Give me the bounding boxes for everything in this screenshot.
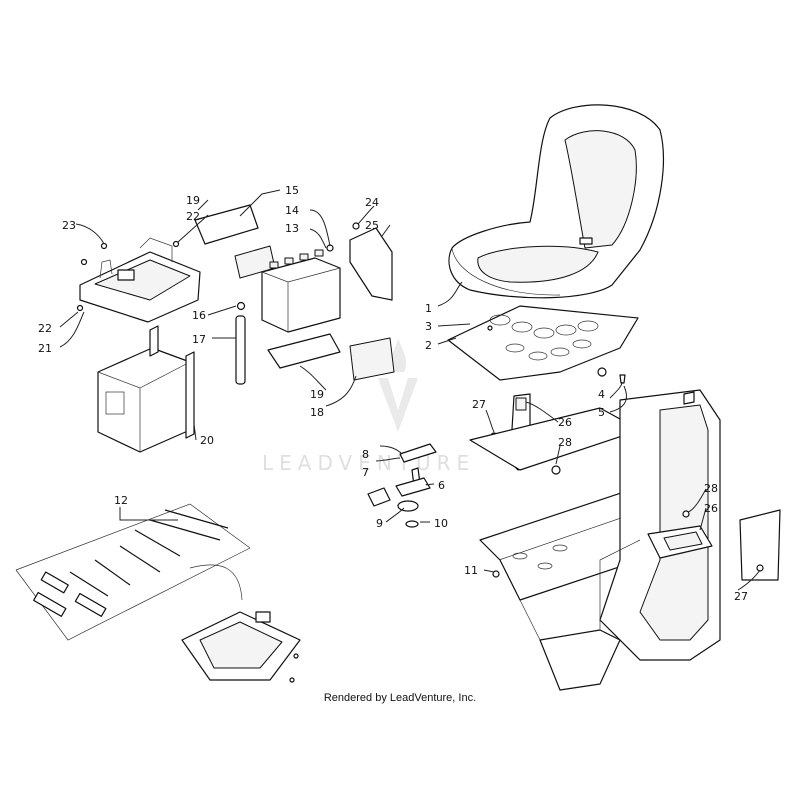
leader-lines (59, 189, 761, 591)
seat-belt-right (647, 509, 781, 581)
callout-22-left: 22 (38, 322, 52, 335)
callout-27-right: 27 (734, 590, 748, 603)
callout-19-lower: 19 (310, 388, 324, 401)
callout-1: 1 (425, 302, 432, 315)
callout-25: 25 (365, 219, 379, 232)
pads (194, 204, 276, 279)
floor-storage (181, 564, 301, 683)
tool-kit (15, 503, 251, 641)
callout-26-center: 26 (558, 416, 572, 429)
seat-base-plate (447, 305, 639, 384)
battery (261, 244, 341, 333)
callout-18: 18 (310, 406, 324, 419)
callout-14: 14 (285, 204, 299, 217)
callout-19-upper: 19 (186, 194, 200, 207)
callout-5: 5 (598, 406, 605, 419)
battery-lower-pads (267, 333, 395, 381)
callout-10: 10 (434, 517, 448, 530)
seat (448, 104, 664, 299)
callout-8: 8 (362, 448, 369, 461)
vent-hose (235, 301, 246, 385)
callout-17: 17 (192, 333, 206, 346)
callout-12: 12 (114, 494, 128, 507)
callout-4: 4 (598, 388, 605, 401)
callout-11: 11 (464, 564, 478, 577)
callout-2: 2 (425, 339, 432, 352)
callout-3: 3 (425, 320, 432, 333)
callout-7: 7 (362, 466, 369, 479)
callout-13: 13 (285, 222, 299, 235)
callout-numbers: 1 2 3 4 5 7 8 6 9 10 11 12 13 14 15 16 1… (38, 184, 748, 603)
render-credit: Rendered by LeadVenture, Inc. (323, 692, 477, 704)
frame (469, 389, 721, 691)
callout-28-right: 28 (704, 482, 718, 495)
callout-27-center: 27 (472, 398, 486, 411)
callout-15: 15 (285, 184, 299, 197)
callout-20: 20 (200, 434, 214, 447)
watermark-logo: LEADVENTURE (262, 338, 475, 475)
callout-6: 6 (438, 479, 445, 492)
watermark-text: LEADVENTURE (262, 451, 475, 475)
callout-24: 24 (365, 196, 379, 209)
callout-23: 23 (62, 219, 76, 232)
callout-26-right: 26 (704, 502, 718, 515)
battery-tray (76, 237, 201, 323)
callout-21: 21 (38, 342, 52, 355)
callout-28-center: 28 (558, 436, 572, 449)
callout-22-upper: 22 (186, 210, 200, 223)
callout-9: 9 (376, 517, 383, 530)
callout-16: 16 (192, 309, 206, 322)
battery-box (97, 325, 195, 453)
battery-cover (349, 222, 393, 301)
